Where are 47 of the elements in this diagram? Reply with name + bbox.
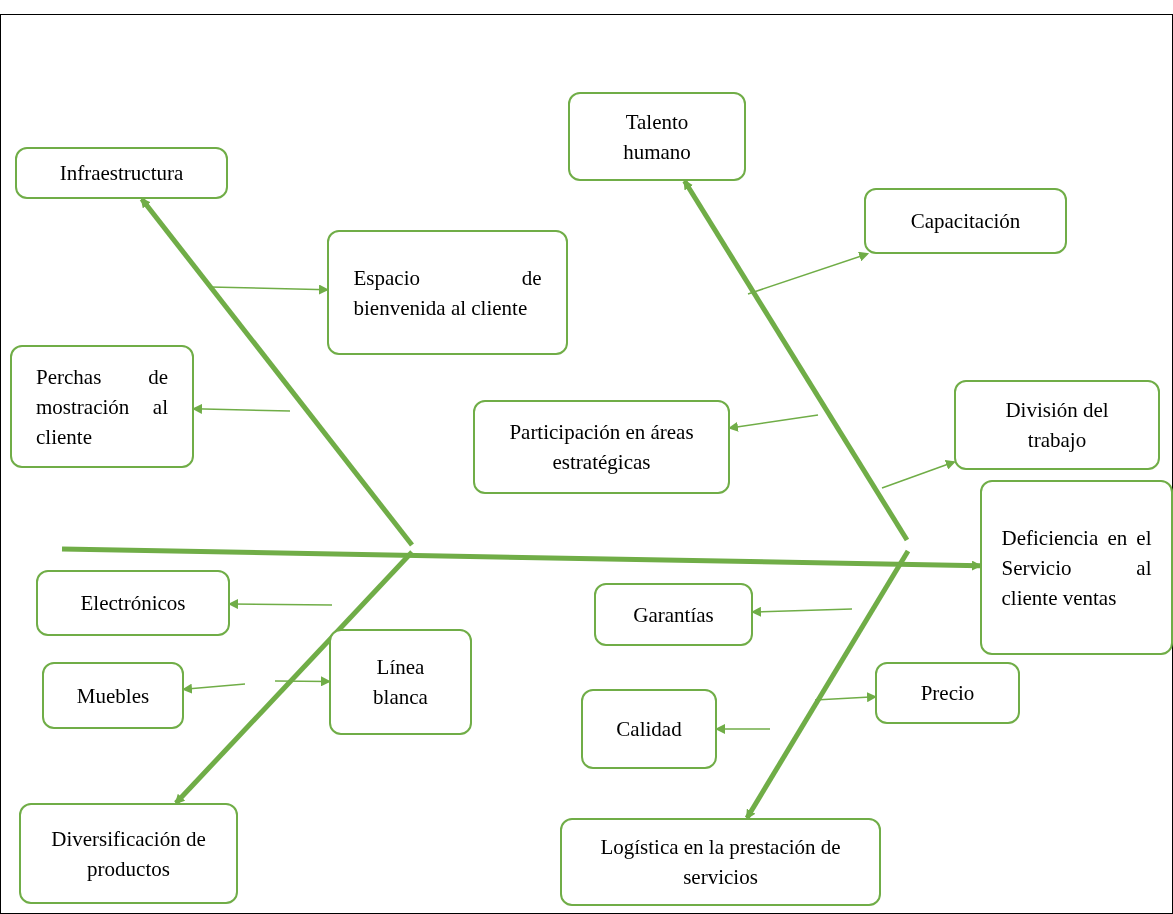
cause-box — [473, 400, 730, 494]
node-label: División del trabajo — [1004, 397, 1110, 454]
node-label: Logística en la prestación de servicios — [599, 834, 842, 891]
cause-box — [42, 662, 184, 729]
arrow — [747, 251, 870, 295]
node-label: Espacio de bienvenida al cliente — [353, 264, 542, 322]
arrow — [139, 197, 414, 547]
node-label: Diversificación de productos — [50, 825, 207, 883]
node-label: Deficiencia en el Servicio al cliente ventas — [1001, 524, 1152, 612]
arrow — [881, 460, 956, 489]
arrow — [751, 606, 853, 617]
node-label: Muebles — [76, 682, 150, 710]
cause-box — [329, 629, 472, 735]
node-label: Línea blanca — [372, 654, 429, 711]
arrow — [814, 692, 877, 703]
cause-box — [560, 818, 881, 906]
cause-box — [10, 345, 194, 468]
arrow — [192, 403, 291, 414]
node-label: Calidad — [616, 716, 682, 743]
arrow — [728, 414, 819, 432]
cause-box — [980, 480, 1173, 655]
arrow — [182, 683, 246, 694]
arrow — [744, 549, 911, 820]
cause-box — [581, 689, 717, 769]
node-label: Electrónicos — [80, 590, 186, 617]
arrow — [682, 179, 910, 542]
cause-box — [568, 92, 746, 181]
node-label: Precio — [920, 680, 975, 707]
cause-box — [327, 230, 568, 355]
arrow — [228, 599, 333, 610]
cause-box — [864, 188, 1067, 254]
cause-box — [875, 662, 1020, 724]
arrow — [174, 550, 414, 805]
node-label: Capacitación — [910, 208, 1021, 235]
cause-box — [19, 803, 238, 904]
node-label: Talento humano — [622, 108, 692, 166]
node-label: Garantías — [633, 601, 714, 629]
cause-box — [15, 147, 228, 199]
arrow — [274, 676, 331, 687]
arrow — [61, 546, 982, 571]
arrow — [715, 724, 771, 734]
node-label: Participación en áreas estratégicas — [508, 419, 695, 476]
node-label: Perchas de mostración al cliente — [36, 363, 168, 451]
node-label: Infraestructura — [59, 160, 184, 187]
cause-box — [954, 380, 1160, 470]
cause-box — [36, 570, 230, 636]
cause-box — [594, 583, 753, 646]
